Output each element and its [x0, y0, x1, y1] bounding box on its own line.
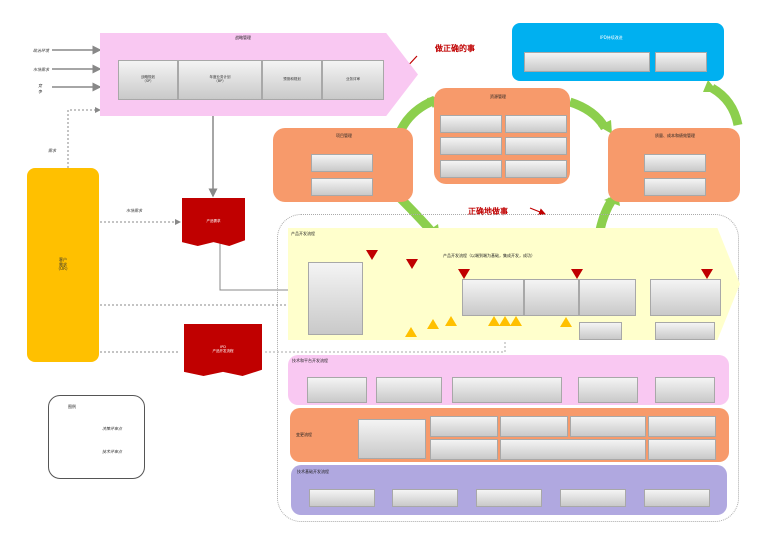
- legend-box: [48, 395, 145, 479]
- resource-title: 资源管理: [490, 94, 506, 99]
- change-item-3[interactable]: [500, 416, 568, 437]
- base-item-5[interactable]: [644, 489, 710, 507]
- quality-item-1[interactable]: [644, 154, 706, 172]
- decision-marker: [366, 250, 378, 260]
- base-item-2[interactable]: [392, 489, 458, 507]
- tech-marker: [488, 316, 500, 326]
- flow-title: 产品开发流程: [291, 231, 315, 236]
- ipd-item-1[interactable]: [524, 52, 650, 72]
- flow-stage-verify[interactable]: [524, 279, 579, 316]
- left-label-compete: 竞: [38, 83, 42, 88]
- strategy-item-bp[interactable]: 年度业务计划 （BP）: [178, 60, 262, 100]
- resource-item-1[interactable]: [440, 115, 502, 133]
- change-item-5[interactable]: [648, 416, 716, 437]
- decision-marker: [458, 269, 470, 279]
- flow-sub-box-1[interactable]: [579, 322, 622, 340]
- legend-decision-label: 决策评审点: [102, 426, 122, 431]
- tech-marker: [560, 317, 572, 327]
- left-label-compete2: 争: [38, 89, 42, 94]
- resource-item-6[interactable]: [505, 160, 567, 178]
- customer-requirements-box: 客户 需求 (OR): [27, 168, 99, 362]
- decision-marker: [406, 259, 418, 269]
- project-item-2[interactable]: [311, 178, 373, 196]
- flow-subtitle: 产品开发流程（以端到端为基础，集成开发，成功）: [443, 253, 535, 258]
- base-item-3[interactable]: [476, 489, 542, 507]
- tech-marker: [510, 316, 522, 326]
- resource-item-4[interactable]: [505, 137, 567, 155]
- flow-stage-input[interactable]: [308, 262, 363, 335]
- project-title: 项目管理: [336, 133, 352, 138]
- ipd-system-container: [277, 214, 739, 522]
- tech-marker: [499, 316, 511, 326]
- strategy-item-forecast[interactable]: 预测和规划: [262, 60, 322, 100]
- ipd-improvement-title: IPD持续改进: [600, 35, 623, 40]
- change-item-6[interactable]: [430, 439, 498, 460]
- flow-stage-lifecycle[interactable]: [650, 279, 721, 316]
- quality-title: 质量、成本和绩效管理: [655, 133, 695, 138]
- legend-title: 图例: [68, 404, 76, 409]
- base-item-1[interactable]: [309, 489, 375, 507]
- tech-item-1[interactable]: [307, 377, 367, 403]
- change-item-2[interactable]: [430, 416, 498, 437]
- ipd-item-2[interactable]: [655, 52, 707, 72]
- change-item-4[interactable]: [570, 416, 646, 437]
- left-label-politics: 政治环境: [33, 48, 49, 53]
- left-label-market: 市场需求: [33, 67, 49, 72]
- change-item-main[interactable]: [358, 419, 426, 459]
- tech-marker: [405, 327, 417, 337]
- flow-stage-develop[interactable]: [462, 279, 524, 316]
- legend-tech-label: 技术评审点: [102, 449, 122, 454]
- change-item-8[interactable]: [648, 439, 716, 460]
- ipd-doc: IPD 产品开发流程: [184, 324, 262, 376]
- strategy-item-sp[interactable]: 战略规划 （SP）: [118, 60, 178, 100]
- tech-marker: [445, 316, 457, 326]
- tech-item-2[interactable]: [376, 377, 442, 403]
- strategy-item-review[interactable]: 业务评审: [322, 60, 384, 100]
- product-demand-doc: 产品需求: [182, 198, 245, 246]
- market-demand-label: 市场需求: [126, 208, 142, 213]
- resource-item-3[interactable]: [440, 137, 502, 155]
- flow-stage-release[interactable]: [579, 279, 636, 316]
- strategy-title: 战略管理: [235, 35, 251, 40]
- tech-item-3[interactable]: [452, 377, 562, 403]
- tech-item-4[interactable]: [578, 377, 638, 403]
- project-item-1[interactable]: [311, 154, 373, 172]
- do-right-things-label: 做正确的事: [435, 44, 475, 53]
- decision-marker: [571, 269, 583, 279]
- resource-item-5[interactable]: [440, 160, 502, 178]
- tech-marker: [427, 319, 439, 329]
- tech-title: 技术和平台开发流程: [292, 358, 328, 363]
- do-things-right-label: 正确地做事: [468, 207, 508, 216]
- left-label-demand: 需求: [48, 148, 56, 153]
- flow-sub-box-2[interactable]: [655, 322, 715, 340]
- quality-item-2[interactable]: [644, 178, 706, 196]
- decision-marker: [701, 269, 713, 279]
- base-item-4[interactable]: [560, 489, 626, 507]
- change-title: 变更流程: [296, 432, 312, 437]
- resource-item-2[interactable]: [505, 115, 567, 133]
- change-item-7[interactable]: [500, 439, 646, 460]
- tech-item-5[interactable]: [655, 377, 715, 403]
- base-title: 技术基础开发流程: [297, 469, 329, 474]
